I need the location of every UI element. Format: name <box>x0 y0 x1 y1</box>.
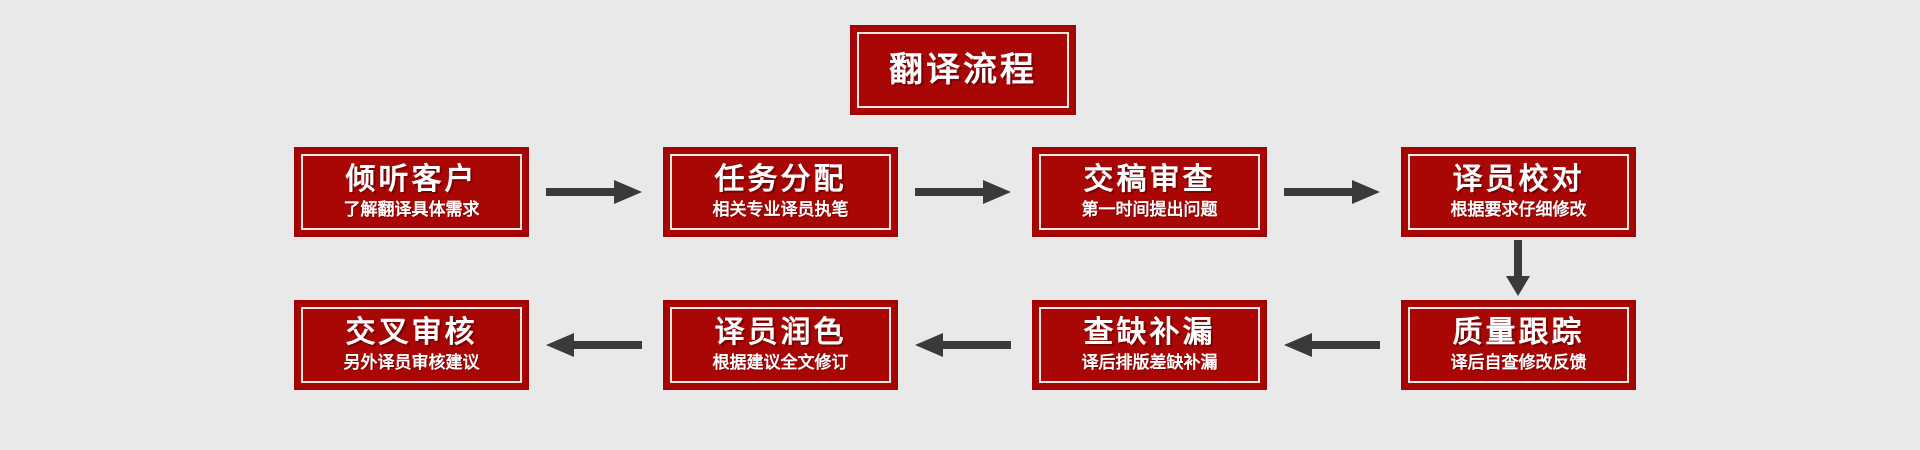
step-box-translator-polishing[interactable]: 译员润色 根据建议全文修订 <box>663 300 898 390</box>
arrow-left-icon <box>1284 330 1380 360</box>
arrow-down-icon <box>1503 240 1533 296</box>
step-box-translator-proofreading[interactable]: 译员校对 根据要求仔细修改 <box>1401 147 1636 237</box>
step-title: 任务分配 <box>714 162 847 197</box>
step-title: 质量跟踪 <box>1452 315 1585 350</box>
step-box-inner: 倾听客户 了解翻译具体需求 <box>301 154 522 230</box>
step-box-inner: 质量跟踪 译后自查修改反馈 <box>1408 307 1629 383</box>
step-box-cross-review[interactable]: 交叉审核 另外译员审核建议 <box>294 300 529 390</box>
page-title: 翻译流程 <box>889 50 1037 90</box>
step-box-inner: 查缺补漏 译后排版差缺补漏 <box>1039 307 1260 383</box>
step-box-inner: 交叉审核 另外译员审核建议 <box>301 307 522 383</box>
step-subtitle: 根据建议全文修订 <box>712 353 849 373</box>
step-title: 倾听客户 <box>345 162 478 197</box>
step-subtitle: 第一时间提出问题 <box>1081 200 1218 220</box>
step-subtitle: 译后自查修改反馈 <box>1450 353 1587 373</box>
arrow-left-icon <box>546 330 642 360</box>
step-box-inner: 任务分配 相关专业译员执笔 <box>670 154 891 230</box>
step-box-listen-to-customer[interactable]: 倾听客户 了解翻译具体需求 <box>294 147 529 237</box>
step-box-inner: 译员校对 根据要求仔细修改 <box>1408 154 1629 230</box>
step-box-task-assignment[interactable]: 任务分配 相关专业译员执笔 <box>663 147 898 237</box>
step-box-inner: 译员润色 根据建议全文修订 <box>670 307 891 383</box>
step-subtitle: 译后排版差缺补漏 <box>1081 353 1218 373</box>
step-subtitle: 相关专业译员执笔 <box>712 200 849 220</box>
step-title: 查缺补漏 <box>1083 315 1216 350</box>
step-box-quality-tracking[interactable]: 质量跟踪 译后自查修改反馈 <box>1401 300 1636 390</box>
step-box-submission-review[interactable]: 交稿审查 第一时间提出问题 <box>1032 147 1267 237</box>
step-title: 译员校对 <box>1452 162 1585 197</box>
arrow-right-icon <box>546 177 642 207</box>
step-subtitle: 另外译员审核建议 <box>343 353 480 373</box>
step-subtitle: 根据要求仔细修改 <box>1450 200 1587 220</box>
step-subtitle: 了解翻译具体需求 <box>343 200 480 220</box>
arrow-right-icon <box>1284 177 1380 207</box>
step-title: 交稿审查 <box>1083 162 1216 197</box>
title-box-inner: 翻译流程 <box>857 32 1069 108</box>
flowchart-title-box: 翻译流程 <box>850 25 1076 115</box>
arrow-left-icon <box>915 330 1011 360</box>
step-box-gap-check[interactable]: 查缺补漏 译后排版差缺补漏 <box>1032 300 1267 390</box>
step-title: 译员润色 <box>714 315 847 350</box>
step-box-inner: 交稿审查 第一时间提出问题 <box>1039 154 1260 230</box>
step-title: 交叉审核 <box>345 315 478 350</box>
arrow-right-icon <box>915 177 1011 207</box>
